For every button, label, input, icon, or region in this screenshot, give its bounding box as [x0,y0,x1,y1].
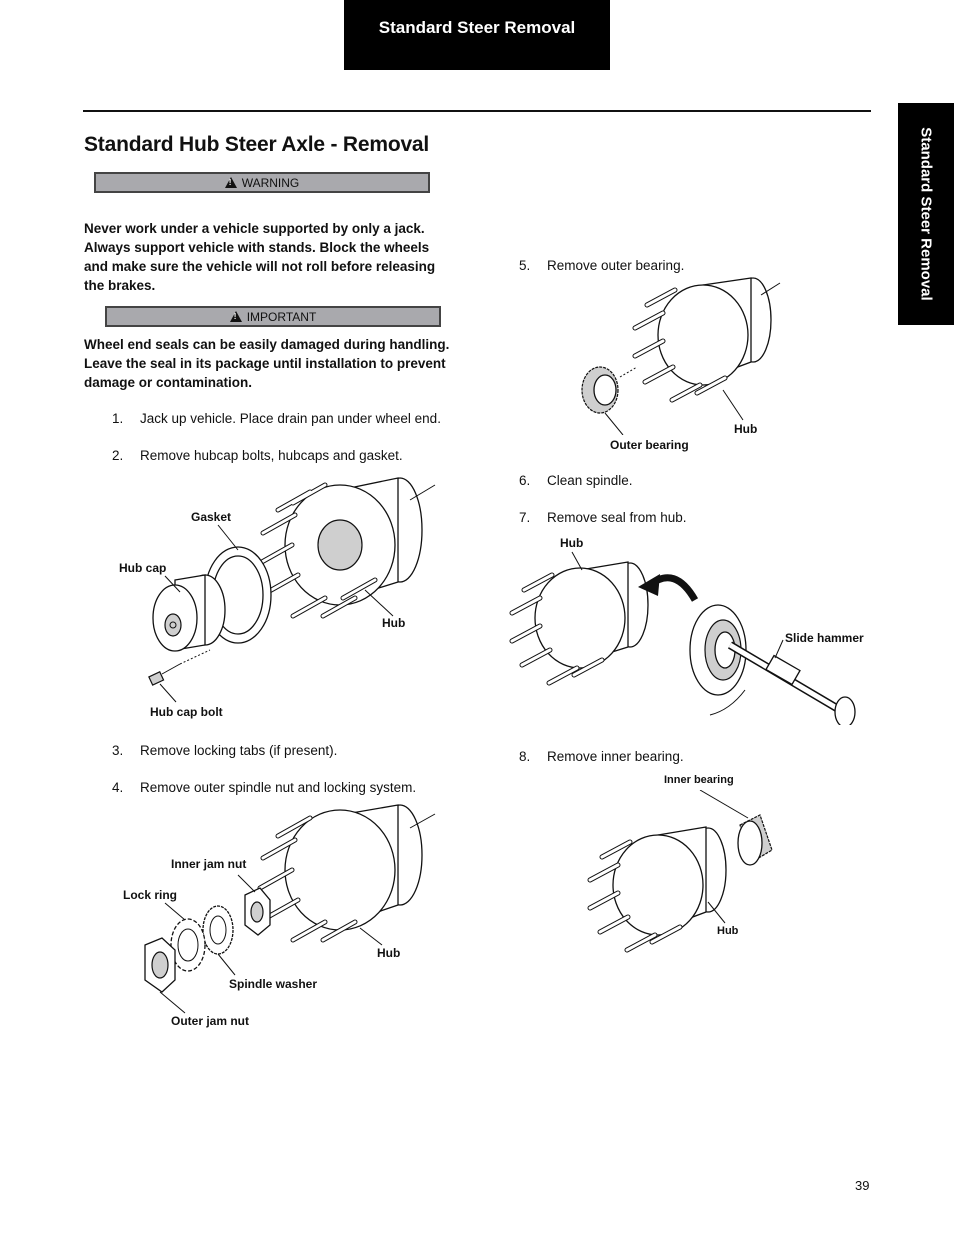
label-gasket: Gasket [191,510,232,524]
header-tab-title: Standard Steer Removal [378,18,576,37]
leader-line [774,639,784,659]
step-4: 4.Remove outer spindle nut and locking s… [112,780,417,795]
hub-drawing [509,561,649,686]
step-6: 6.Clean spindle. [519,473,633,488]
leader-line [237,874,256,893]
hubcap-removal-illustration [148,477,436,703]
hub-drawing [257,804,436,943]
inner-bearing-illustration [587,790,773,953]
label-hub-cap: Hub cap [119,561,167,575]
inner-jam-nut-drawing [244,887,271,936]
leader-line [164,902,186,921]
page-number: 39 [855,1178,870,1193]
header-tab: Standard Steer Removal [344,0,610,70]
label-hub: Hub [717,925,739,937]
outer-jam-nut-drawing [144,937,176,993]
step-5: 5.Remove outer bearing. [519,258,685,273]
lock-ring-drawing [170,918,206,972]
outer-bearing-illustration [581,277,781,435]
warning-bar: WARNING [94,172,430,193]
label-hub: Hub [382,616,406,630]
side-tab-label: Standard Steer Removal [917,127,935,301]
leader-line [217,953,236,976]
leader-line [159,683,177,703]
hub-drawing [257,477,436,619]
side-tab: Standard Steer Removal [898,103,954,325]
seal-removal-illustration [509,551,856,725]
outer-bearing-drawing [581,366,638,414]
warning-icon [224,177,237,188]
spindle-nut-illustration [144,804,436,1014]
important-label: IMPORTANT [246,309,317,324]
leader-line [217,524,239,551]
step-2: 2.Remove hubcap bolts, hubcaps and gaske… [112,448,403,463]
leader-line [722,389,744,421]
spindle-washer-drawing [202,905,234,955]
hub-cap-bolt-drawing [148,649,211,686]
inner-bearing-drawing [737,814,773,866]
hub-drawing [587,826,727,953]
leader-line [707,901,726,924]
step-7: 7.Remove seal from hub. [519,510,687,525]
label-inner-jam-nut: Inner jam nut [171,857,247,871]
label-hub: Hub [560,536,584,550]
step-3: 3.Remove locking tabs (if present). [112,743,338,758]
warning-label: WARNING [241,175,300,190]
leader-line [699,790,749,819]
hub-drawing [632,277,781,403]
important-text: Wheel end seals can be easily damaged du… [84,337,450,390]
leader-line [571,551,583,571]
slide-hammer-drawing [709,641,856,725]
top-rule [83,110,871,112]
label-outer-jam-nut: Outer jam nut [171,1014,250,1028]
leader-line [159,991,186,1014]
label-hub: Hub [734,422,758,436]
label-outer-bearing: Outer bearing [610,438,689,452]
leader-line [164,575,181,593]
section-title: Standard Hub Steer Axle - Removal [84,133,430,156]
leader-line [359,927,383,946]
step-8: 8.Remove inner bearing. [519,749,684,764]
leader-line [364,589,394,617]
step-1: 1.Jack up vehicle. Place drain pan under… [112,411,441,426]
label-lock-ring: Lock ring [123,888,178,902]
curved-arrow-icon [638,574,699,602]
warning-text: Never work under a vehicle supported by … [84,221,436,293]
leader-line [604,412,624,435]
label-slide-hammer: Slide hammer [785,631,864,645]
warning-icon [229,311,242,322]
hub-cap-drawing [152,574,226,652]
important-bar: IMPORTANT [105,306,441,327]
label-hub: Hub [377,946,401,960]
label-inner-bearing: Inner bearing [664,774,734,786]
label-spindle-washer: Spindle washer [229,977,318,991]
label-hub-cap-bolt: Hub cap bolt [150,705,223,719]
